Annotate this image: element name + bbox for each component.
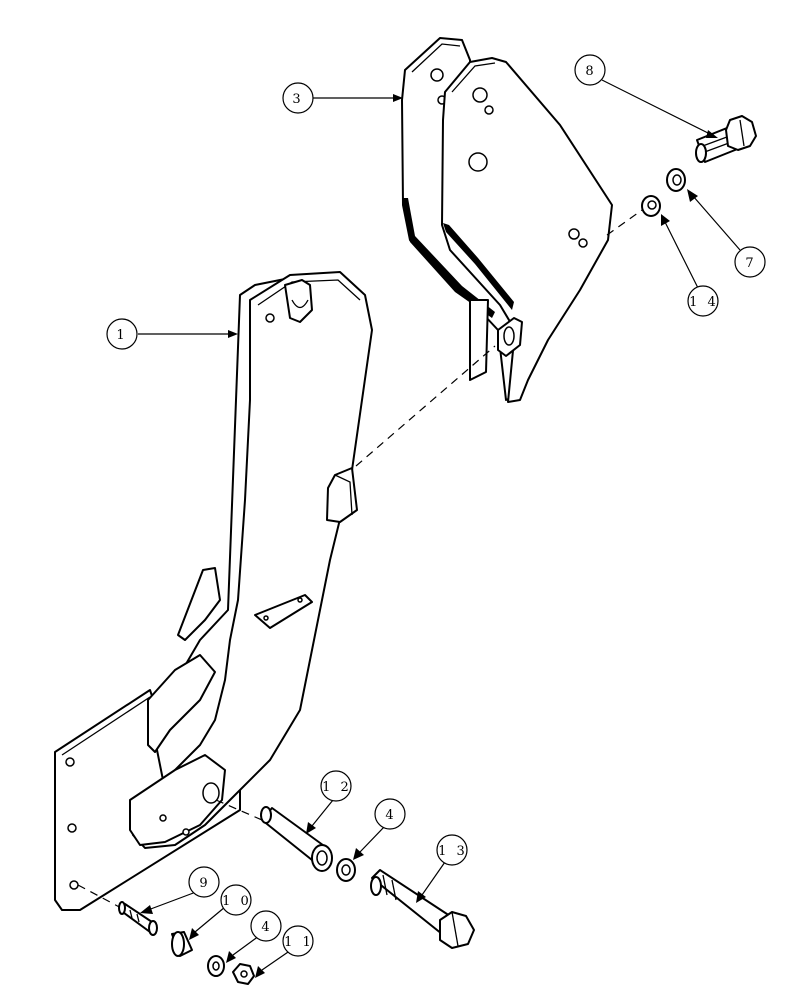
part-4-washer-lower bbox=[207, 955, 225, 977]
callout-4a: 4 bbox=[374, 798, 406, 830]
callout-11: 1 1 bbox=[282, 925, 314, 957]
callout-7: 7 bbox=[734, 246, 766, 278]
callout-4a-label: 4 bbox=[385, 808, 396, 823]
callout-3: 3 bbox=[282, 82, 314, 114]
part-11-nut bbox=[232, 963, 255, 985]
callout-14: 1 4 bbox=[687, 285, 719, 317]
part-14-washer bbox=[641, 195, 661, 217]
part-4-washer-upper bbox=[336, 858, 356, 882]
part-10-spacer bbox=[171, 931, 193, 957]
callout-12-label: 1 2 bbox=[322, 780, 352, 795]
callout-8: 8 bbox=[574, 54, 606, 86]
callout-11-label: 1 1 bbox=[284, 935, 314, 950]
callout-9-label: 9 bbox=[199, 876, 210, 891]
part-3-upper-bracket bbox=[401, 37, 613, 403]
callout-10-label: 1 0 bbox=[222, 894, 252, 909]
callout-3-label: 3 bbox=[292, 92, 303, 107]
callout-1: 1 bbox=[106, 318, 138, 350]
callout-12: 1 2 bbox=[320, 770, 352, 802]
callout-10: 1 0 bbox=[220, 884, 252, 916]
part-8-bolt bbox=[695, 115, 757, 163]
part-9-bolt bbox=[118, 901, 158, 936]
callout-13-label: 1 3 bbox=[438, 844, 468, 859]
callout-4b-label: 4 bbox=[261, 920, 272, 935]
leader-lines bbox=[138, 79, 741, 978]
part-7-washer bbox=[666, 168, 686, 192]
callout-7-label: 7 bbox=[745, 256, 756, 271]
part-13-pin bbox=[370, 869, 475, 949]
alignment-lines bbox=[77, 209, 643, 911]
callout-9: 9 bbox=[188, 866, 220, 898]
part-12-sleeve bbox=[260, 806, 333, 872]
callout-8-label: 8 bbox=[585, 64, 596, 79]
callout-4b: 4 bbox=[250, 910, 282, 942]
callout-1-label: 1 bbox=[116, 328, 127, 343]
part-1-main-arm bbox=[54, 271, 373, 911]
callout-13: 1 3 bbox=[436, 834, 468, 866]
callout-14-label: 1 4 bbox=[689, 295, 719, 310]
